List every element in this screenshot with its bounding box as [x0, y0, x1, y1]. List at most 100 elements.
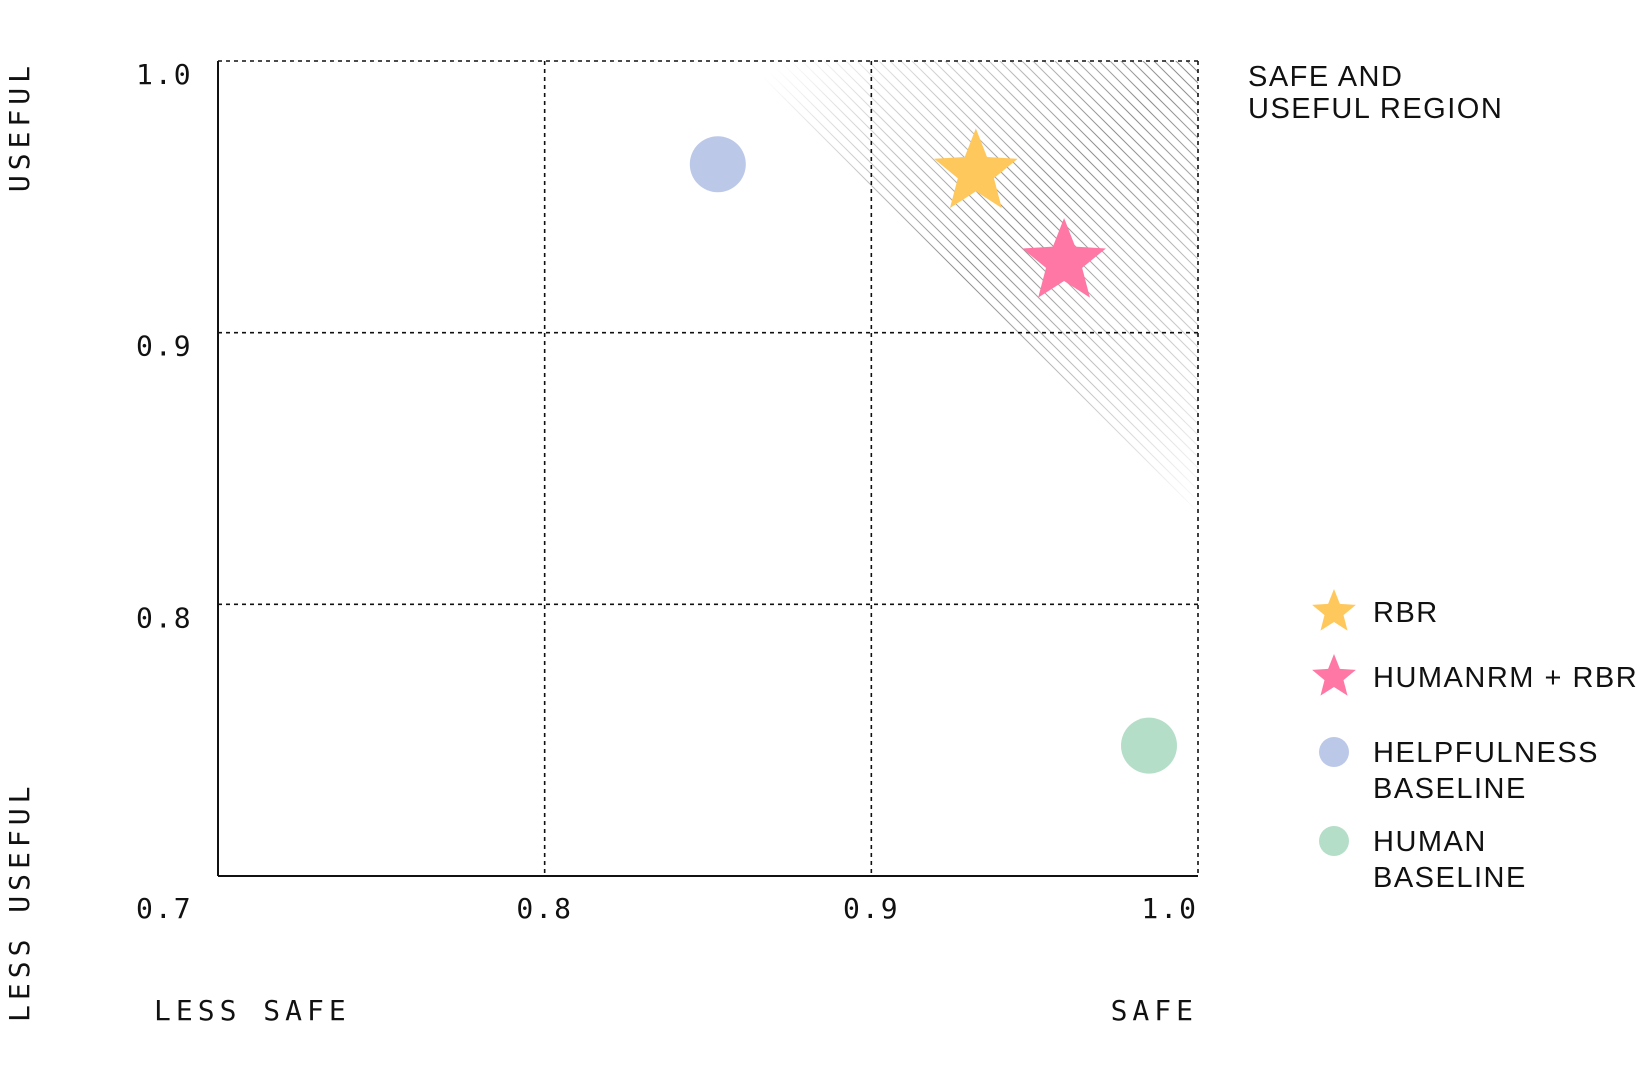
- hatch-line: [1390, 0, 1643, 1080]
- hatch-line: [1632, 0, 1643, 1080]
- hatch-line: [1010, 61, 1198, 249]
- hatch-line: [944, 61, 1198, 315]
- hatch-line: [757, 61, 1198, 502]
- hatch-line: [1489, 0, 1643, 1080]
- hatch-line: [834, 61, 1198, 425]
- hatch-line: [999, 61, 1198, 260]
- hatch-line: [1225, 0, 1643, 1080]
- hatch-line: [933, 61, 1198, 326]
- region-label-line: USEFUL REGION: [1248, 93, 1503, 125]
- x-tick-label: 0.9: [843, 892, 900, 925]
- hatch-line: [790, 61, 1198, 469]
- hatch-line: [1511, 0, 1643, 1080]
- hatch-line: [1269, 0, 1643, 1080]
- axes: [217, 61, 1198, 877]
- hatch-line: [1291, 0, 1643, 1080]
- legend-circle-icon: [1319, 737, 1349, 767]
- point-helpfulness-baseline: [689, 136, 746, 193]
- hatch-line: [856, 61, 1198, 403]
- hatch-line: [570, 61, 1198, 689]
- hatch-line: [1401, 0, 1643, 1080]
- y-tick-label: 0.8: [136, 601, 193, 634]
- hatch-line: [581, 61, 1198, 678]
- hatch-line: [966, 61, 1198, 293]
- hatch-line: [1621, 0, 1643, 1080]
- hatch-line: [900, 61, 1198, 359]
- hatch-line: [702, 61, 1198, 557]
- hatch-line: [867, 61, 1198, 392]
- hatch-line: [669, 61, 1198, 590]
- hatch-line: [691, 61, 1198, 568]
- hatch-line: [1236, 0, 1643, 1080]
- hatch-line: [1555, 0, 1643, 1080]
- hatch-line: [647, 61, 1198, 612]
- hatch-line: [1054, 61, 1198, 205]
- hatch-line: [988, 61, 1198, 271]
- hatch-line: [1313, 0, 1643, 1080]
- x-tick-label: 0.8: [516, 892, 573, 925]
- point-humanrm-rbr: [1022, 218, 1106, 298]
- hatch-line: [1456, 0, 1643, 1080]
- x-tick-label: 0.7: [136, 892, 193, 925]
- x-axis-low-label: LESS SAFE: [154, 994, 351, 1027]
- hatch-line: [1159, 0, 1643, 1080]
- hatch-line: [1467, 0, 1643, 1080]
- hatch-line: [1148, 0, 1643, 1080]
- region-label-line: SAFE AND: [1248, 61, 1403, 93]
- hatch-line: [812, 61, 1198, 447]
- hatch-line: [482, 61, 1198, 777]
- hatch-line: [1445, 0, 1643, 1080]
- point-rbr: [934, 128, 1018, 208]
- hatch-line: [1346, 0, 1643, 1080]
- hatch-line: [1522, 0, 1643, 1080]
- hatch-line: [779, 61, 1198, 480]
- hatch-line: [658, 61, 1198, 601]
- legend-label: HUMANRM + RBR: [1373, 662, 1638, 694]
- hatch-line: [548, 61, 1198, 711]
- legend-label: HUMAN: [1373, 826, 1487, 858]
- hatch-line: [504, 61, 1198, 755]
- hatch-line: [801, 61, 1198, 458]
- legend-label: BASELINE: [1373, 862, 1527, 894]
- legend-label: BASELINE: [1373, 773, 1527, 805]
- hatch-line: [1610, 0, 1643, 1080]
- hatch-line: [1357, 0, 1643, 1080]
- hatch-line: [823, 61, 1198, 436]
- legend-item: HUMAN BASELINE: [1319, 826, 1527, 894]
- hatch-line: [625, 61, 1198, 634]
- hatch-line: [1043, 61, 1198, 216]
- hatch-line: [493, 61, 1198, 766]
- hatch-line: [680, 61, 1198, 579]
- legend-label: RBR: [1373, 597, 1439, 629]
- hatch-line: [1065, 61, 1198, 194]
- hatch-line: [1599, 0, 1643, 1080]
- hatch-line: [537, 61, 1198, 722]
- hatch-line: [636, 61, 1198, 623]
- legend-item: RBR: [1312, 589, 1439, 631]
- hatch-line: [1170, 0, 1643, 1080]
- hatch-line: [746, 61, 1198, 513]
- y-tick-label: 0.9: [136, 330, 193, 363]
- hatch-line: [1544, 0, 1643, 1080]
- hatch-line: [1588, 0, 1643, 1080]
- hatch-line: [1368, 0, 1643, 1080]
- legend-star-icon: [1312, 589, 1356, 631]
- hatch-line: [1258, 0, 1643, 1080]
- hatch-line: [460, 61, 1198, 799]
- hatch-line: [526, 61, 1198, 733]
- hatch-line: [977, 61, 1198, 282]
- hatch-line: [1302, 0, 1643, 1080]
- hatch-line: [471, 61, 1198, 788]
- hatch-line: [1577, 0, 1643, 1080]
- hatch-line: [878, 61, 1198, 381]
- hatch-line: [768, 61, 1198, 491]
- hatch-line: [1379, 0, 1643, 1080]
- grid: [218, 60, 1199, 876]
- hatch-line: [1203, 0, 1643, 1080]
- legend-item: HUMANRM + RBR: [1312, 654, 1638, 696]
- hatch-line: [1434, 0, 1643, 1080]
